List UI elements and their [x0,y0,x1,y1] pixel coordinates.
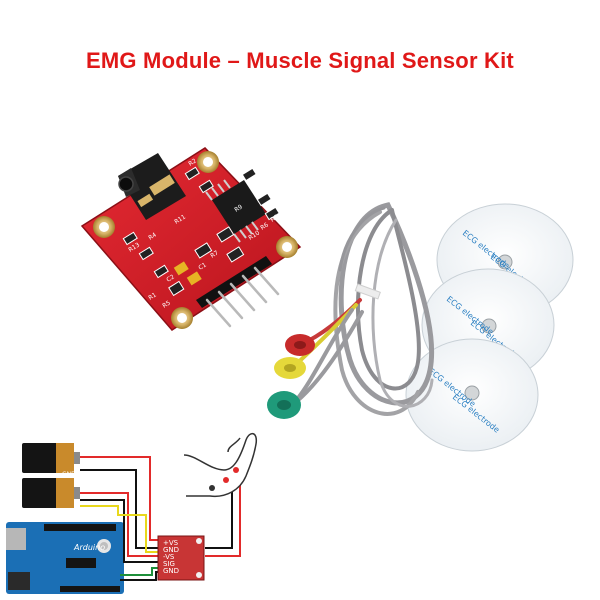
battery-label: GND [62,471,76,478]
board-label: R7 [209,249,220,259]
wiring-diagram: GND Arduino [6,432,258,594]
audio-jack [118,153,186,220]
arduino-label: Arduino [73,543,105,552]
flexed-arm-icon [183,432,258,498]
arm-electrode-dot [209,485,215,491]
mounting-hole [276,236,298,258]
mounting-hole [197,151,219,173]
arm-electrode-dot [233,467,239,473]
board-label: R3 [253,176,264,186]
board-label: R8 [269,213,280,223]
module-pin-label: GND [163,546,179,554]
battery [22,443,80,473]
mounting-hole [93,216,115,238]
electrode-cable [290,202,434,416]
module-pin-label: GND [163,567,179,575]
green-snap-connector [267,391,301,419]
arm-electrode-dot [223,477,229,483]
silkscreen-labels: R2 R3 R6 R8 R10 R13 R4 R7 C1 C2 R1 R5 R9… [127,157,280,309]
module-pin-label: SIG [163,560,175,568]
board-label: R5 [161,299,172,309]
board-label: R1 [147,291,158,301]
module-pin-label: +VS [163,539,179,547]
battery [22,478,80,508]
board-label: R2 [187,157,198,167]
page-title: EMG Module – Muscle Signal Sensor Kit [86,48,514,73]
board-label: R6 [259,221,270,231]
header-pins [196,256,280,328]
board-label: R4 [147,231,158,241]
amplifier-chip [205,179,266,243]
emg-module-schematic: +VS GND -VS SIG GND [157,535,205,581]
yellow-snap-connector [274,357,306,379]
arduino-board: Arduino [6,522,124,594]
board-label: C1 [197,261,208,271]
smd-components [122,166,280,297]
board-label: C2 [165,273,176,283]
red-snap-connector [285,334,315,356]
cable-tie [354,283,381,300]
mounting-hole [171,307,193,329]
module-pin-label: -VS [163,553,175,561]
electrode-pad: ECG electrode ECG electrode [405,338,539,452]
board-label: R9 [233,203,244,213]
emg-module-board: R2 R3 R6 R8 R10 R13 R4 R7 C1 C2 R1 R5 R9… [80,147,302,331]
